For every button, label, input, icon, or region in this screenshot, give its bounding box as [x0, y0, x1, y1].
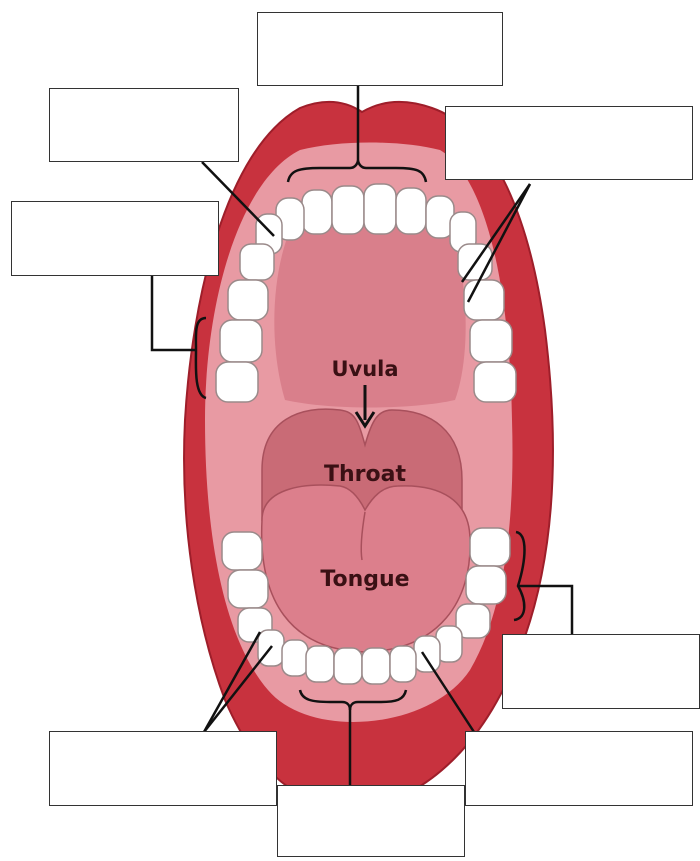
throat-label: Throat	[324, 462, 406, 487]
uvula-label: Uvula	[331, 357, 398, 381]
answer-box-bottom[interactable]	[277, 785, 465, 857]
answer-box-lower-right[interactable]	[465, 731, 693, 806]
answer-box-top[interactable]	[257, 12, 503, 86]
answer-box-right[interactable]	[502, 634, 700, 709]
tongue-label: Tongue	[320, 567, 409, 592]
answer-box-left[interactable]	[11, 201, 219, 276]
answer-box-upper-left[interactable]	[49, 88, 239, 162]
answer-box-lower-left[interactable]	[49, 731, 277, 806]
answer-box-upper-right[interactable]	[445, 106, 693, 180]
